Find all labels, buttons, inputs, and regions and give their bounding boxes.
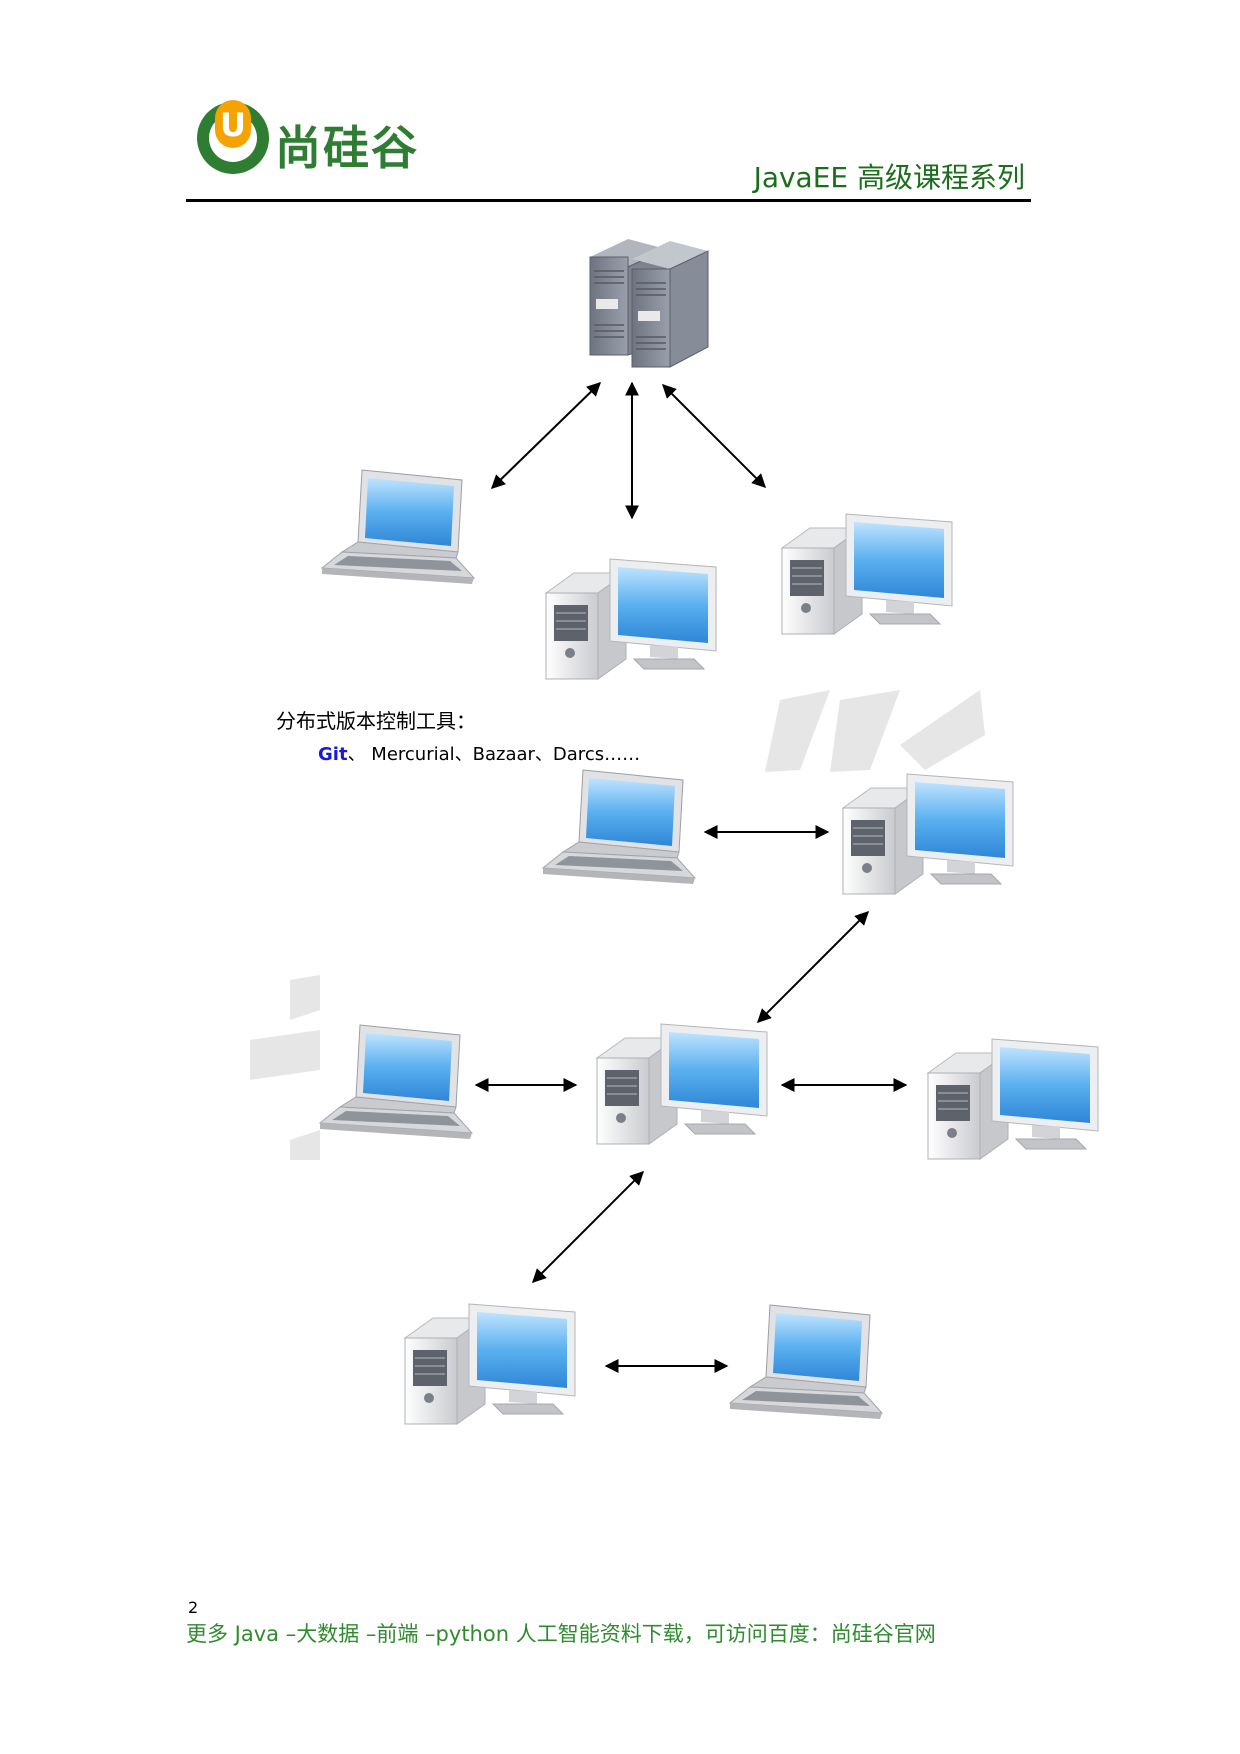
logo-text: 尚硅谷 (275, 121, 419, 175)
laptop-icon (319, 1024, 473, 1140)
central-server-icon (589, 238, 709, 368)
desktop-computer-icon (404, 1303, 576, 1425)
tools-list: Git、 Mercurial、Bazaar、Darcs…… (318, 740, 640, 766)
desktop-computer-icon (842, 773, 1014, 895)
tool-git: Git (318, 744, 348, 765)
desktop-computer-icon (596, 1023, 768, 1145)
connection-arrows-central (490, 381, 766, 520)
header-divider (186, 199, 1031, 202)
section-caption: 分布式版本控制工具： (276, 709, 476, 733)
watermark (250, 690, 985, 1160)
page-number: 2 (188, 1598, 199, 1617)
laptop-icon (729, 1304, 883, 1420)
brand-logo: U 尚硅谷 (195, 92, 495, 182)
laptop-icon (321, 469, 475, 585)
arrow-bidirectional (490, 382, 602, 489)
desktop-computer-icon (927, 1038, 1099, 1160)
course-series-title: JavaEE 高级课程系列 (753, 161, 1025, 194)
svg-text:U: U (220, 106, 246, 144)
desktop-computer-icon (781, 513, 953, 635)
arrow-bidirectional (532, 1171, 644, 1283)
arrow-bidirectional (757, 911, 869, 1023)
logo-u-icon: U (197, 100, 269, 174)
tool-others: 、 Mercurial、Bazaar、Darcs…… (347, 744, 641, 765)
desktop-computer-icon (545, 558, 717, 680)
laptop-icon (542, 769, 696, 885)
arrow-bidirectional (662, 384, 766, 488)
footer-text: 更多 Java –大数据 –前端 –python 人工智能资料下载，可访问百度：… (186, 1622, 936, 1646)
connection-arrows-distributed (474, 825, 908, 1373)
